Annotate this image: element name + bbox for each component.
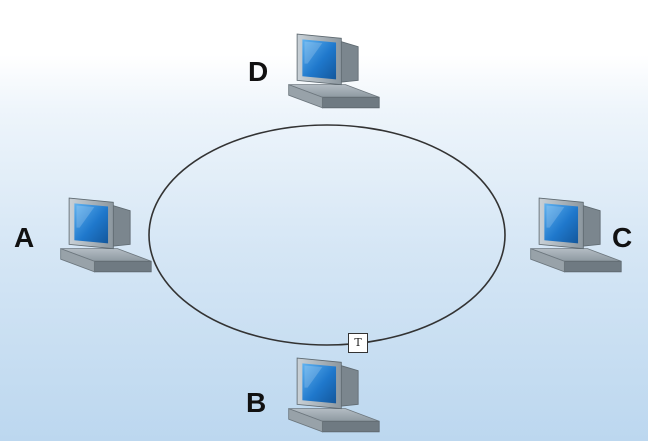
ring-cable <box>148 124 506 346</box>
computer-a-icon <box>60 197 152 273</box>
node-label-d: D <box>248 56 269 87</box>
node-label-b: B <box>246 387 267 418</box>
node-label-a: A <box>14 222 35 253</box>
computer-b-icon <box>288 357 380 433</box>
token-box: T <box>348 333 368 353</box>
node-label-c: C <box>612 222 633 253</box>
computer-d-icon <box>288 33 380 109</box>
